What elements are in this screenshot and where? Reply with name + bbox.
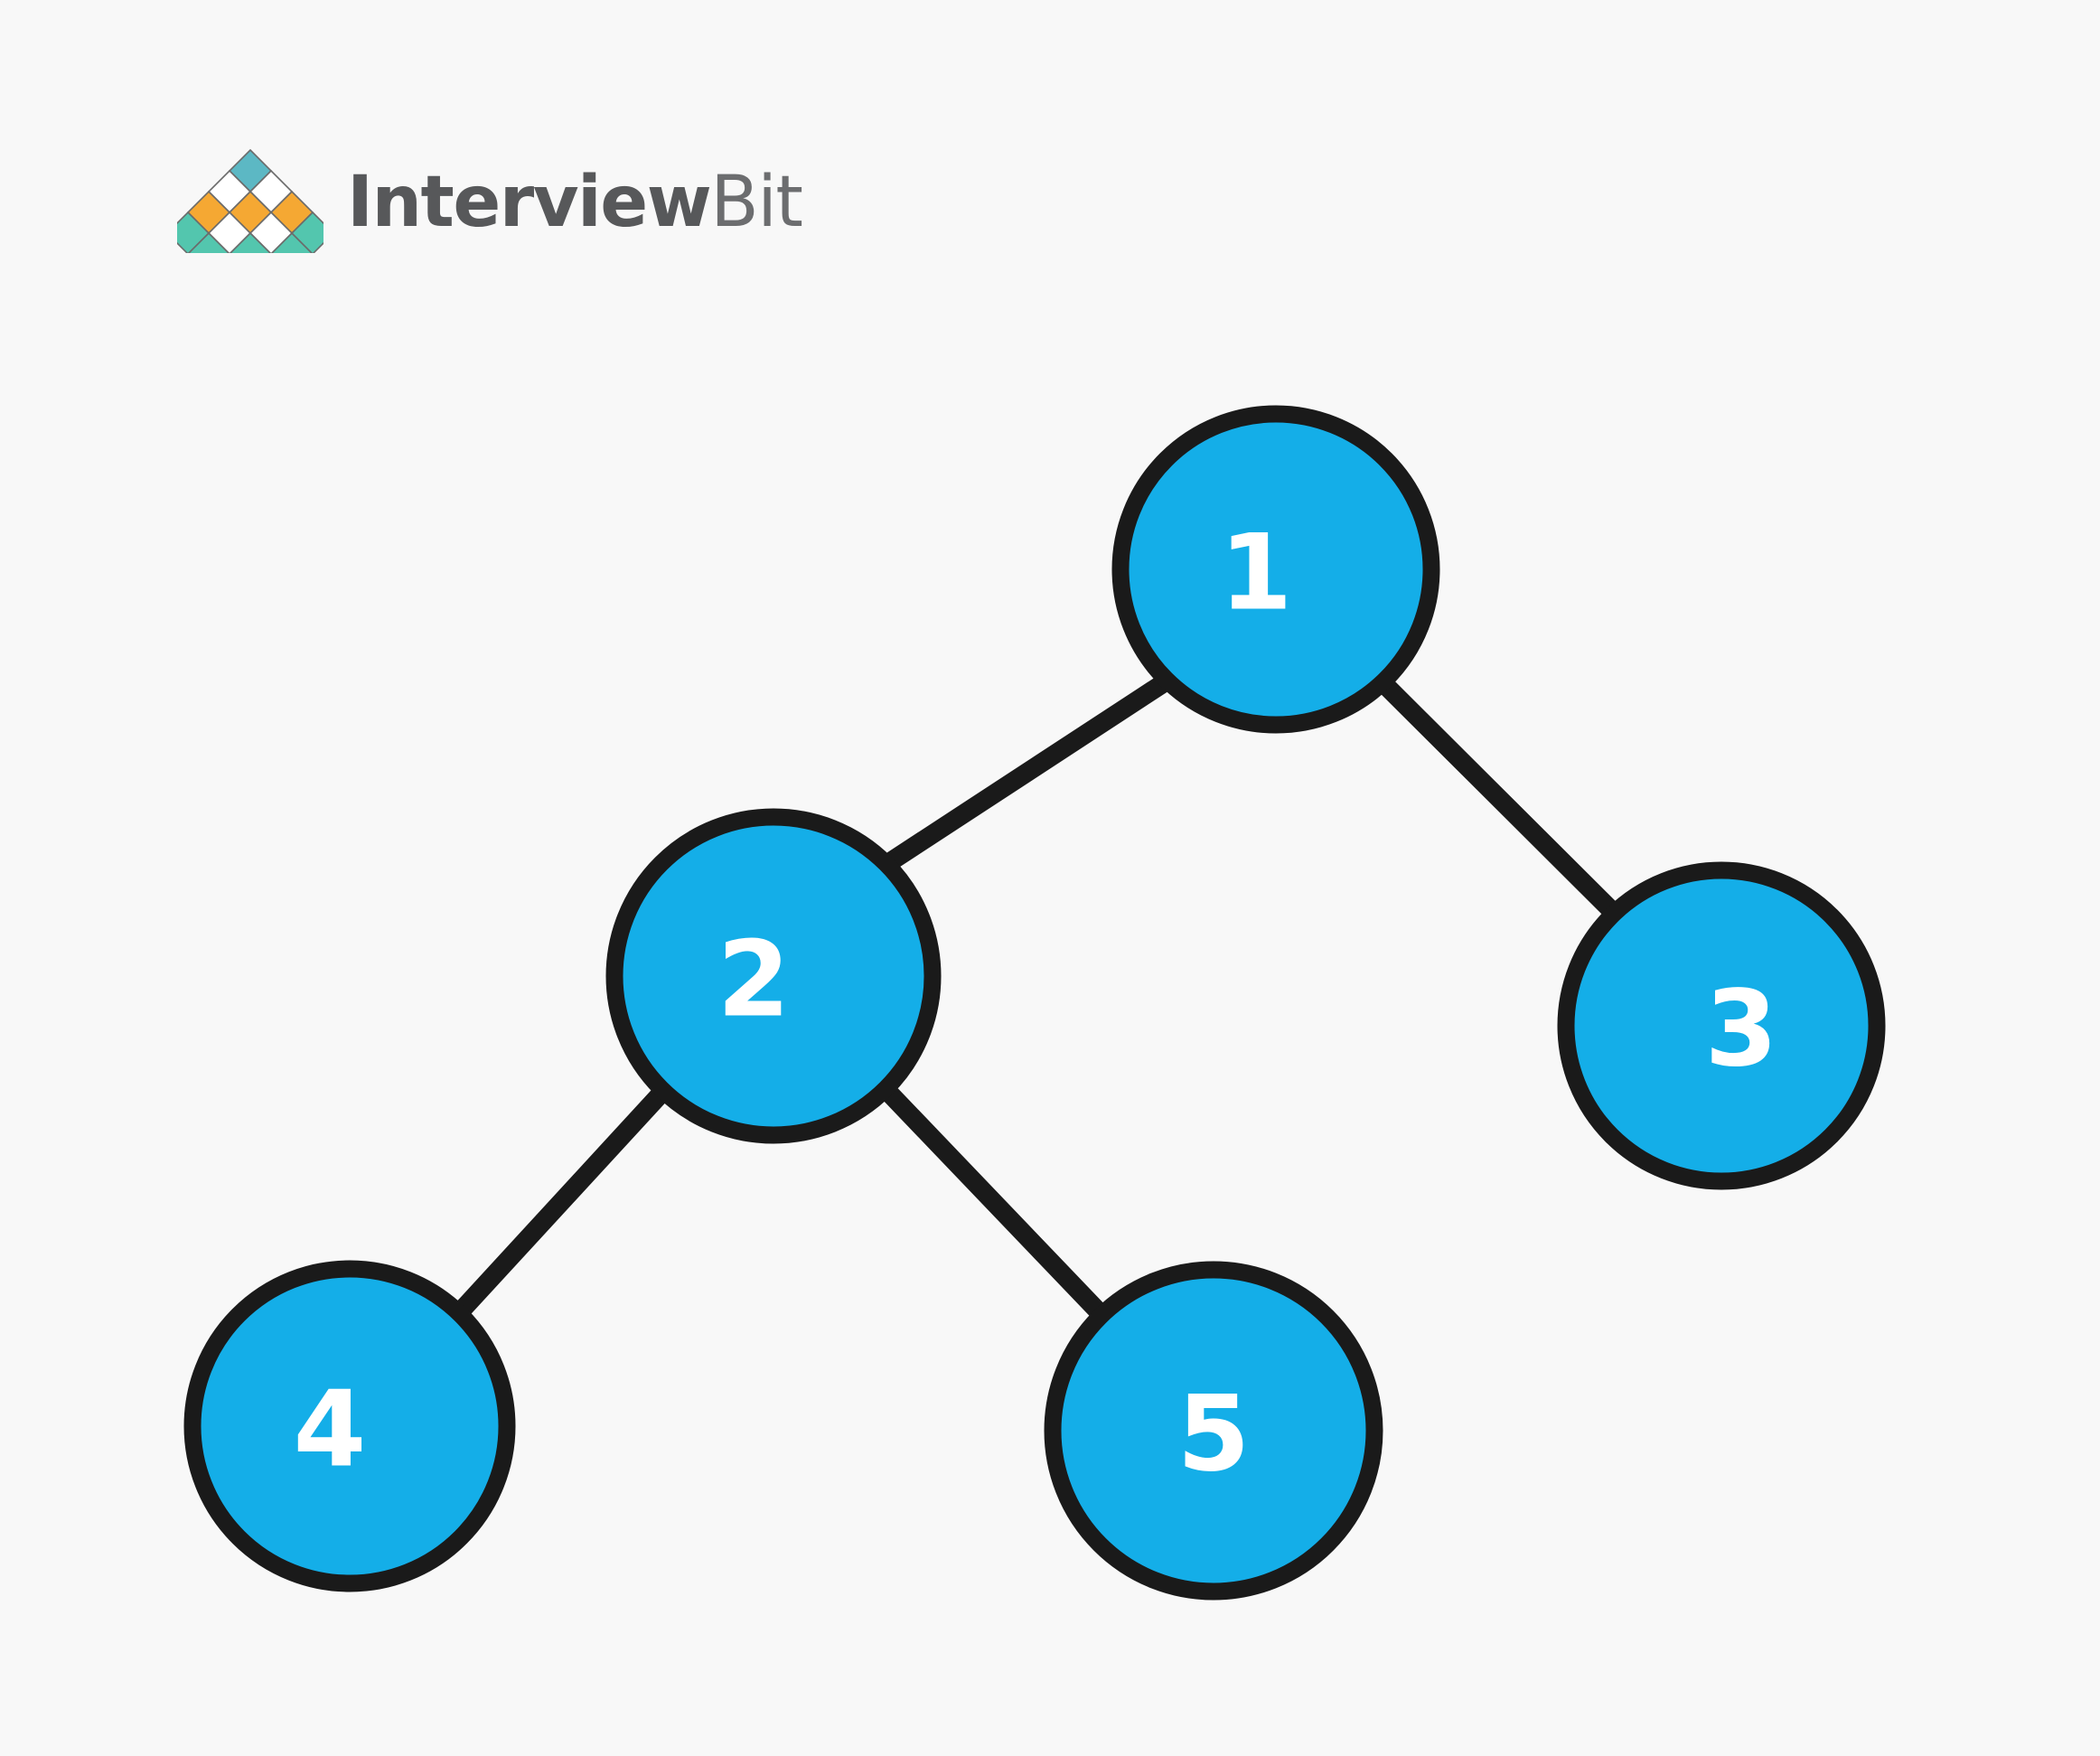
tree-node-label-1: 1 bbox=[1220, 512, 1293, 634]
interviewbit-diamond-pyramid-logo-icon bbox=[177, 148, 323, 253]
tree-node-1[interactable]: 1 bbox=[1111, 405, 1440, 734]
tree-node-circle-3[interactable] bbox=[1557, 861, 1886, 1190]
brand-wordmark-secondary: Bit bbox=[710, 162, 803, 243]
tree-edge-n2-n5 bbox=[873, 1076, 1116, 1329]
tree-node-label-2: 2 bbox=[717, 919, 791, 1041]
tree-node-label-3: 3 bbox=[1705, 969, 1778, 1091]
tree-node-circle-5[interactable] bbox=[1044, 1261, 1383, 1601]
tree-node-label-4: 4 bbox=[294, 1369, 367, 1491]
tree-edge-group bbox=[447, 671, 1630, 1329]
tree-edge-n1-n3 bbox=[1372, 671, 1630, 929]
tree-node-4[interactable]: 4 bbox=[183, 1260, 516, 1592]
tree-edge-n2-n4 bbox=[447, 1078, 676, 1325]
tree-edge-n1-n2 bbox=[873, 671, 1177, 877]
brand-wordmark-primary: Interview bbox=[347, 162, 712, 243]
tree-node-circle-2[interactable] bbox=[605, 808, 942, 1144]
tree-node-3[interactable]: 3 bbox=[1557, 861, 1886, 1190]
tree-node-5[interactable]: 5 bbox=[1044, 1261, 1383, 1601]
tree-node-circle-1[interactable] bbox=[1111, 405, 1440, 734]
brand-wordmark: InterviewBit bbox=[347, 167, 803, 238]
tree-node-group: 1 2 3 4 5 bbox=[183, 405, 1886, 1601]
tree-node-2[interactable]: 2 bbox=[605, 808, 942, 1144]
tree-node-circle-4[interactable] bbox=[183, 1260, 516, 1592]
tree-node-label-5: 5 bbox=[1177, 1374, 1251, 1496]
brand-logo: InterviewBit bbox=[177, 148, 803, 253]
